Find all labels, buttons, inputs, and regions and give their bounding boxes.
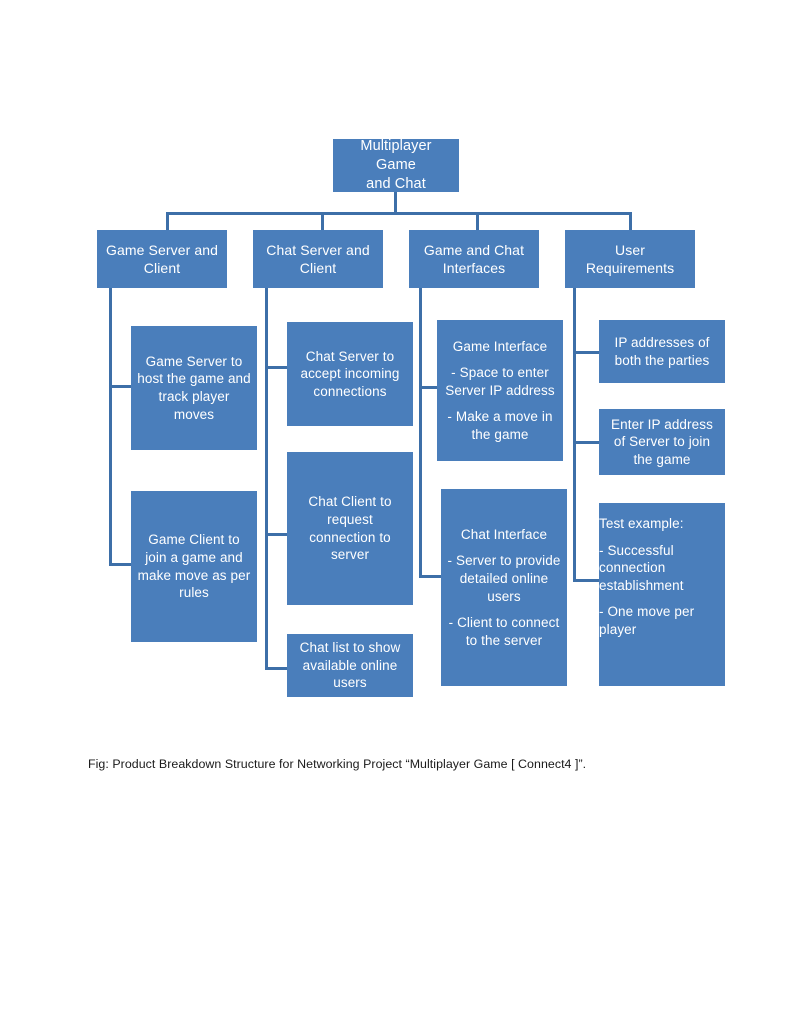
connector-stub-b3-c2 xyxy=(419,575,441,578)
connector-drop-branch-3 xyxy=(476,212,479,230)
node-branch-3-header-line-1: Game and Chat xyxy=(423,241,525,258)
node-branch-1-header[interactable]: Game Server and Client xyxy=(97,230,227,288)
node-branch-3-child-2-para-1: Chat Interface xyxy=(460,526,548,542)
node-branch-2-child-1-para-1: Chat Server to accept incoming connectio… xyxy=(300,348,400,399)
figure-caption: Fig: Product Breakdown Structure for Net… xyxy=(88,757,587,771)
node-branch-1-child-1-para-1: Game Server to host the game and track p… xyxy=(137,353,251,422)
connector-stub-b4-c2 xyxy=(573,441,599,444)
node-branch-3-child-1-para-3: - Make a move in the game xyxy=(447,409,553,442)
node-branch-4-header[interactable]: User Requirements xyxy=(565,230,695,288)
node-branch-1-header-line-1: Game Server and xyxy=(106,241,218,258)
node-root-line-2: and Chat xyxy=(366,175,426,192)
connector-spine-branch-4 xyxy=(573,288,576,582)
node-branch-3-child-1-para-2: - Space to enter Server IP address xyxy=(445,365,555,398)
node-branch-3-child-2[interactable]: Chat Interface - Server to provide detai… xyxy=(441,489,567,686)
node-branch-4-child-1-para-1: IP addresses of both the parties xyxy=(614,334,710,368)
node-branch-2-header[interactable]: Chat Server and Client xyxy=(253,230,383,288)
connector-stub-b3-c1 xyxy=(419,386,441,389)
connector-drop-branch-4 xyxy=(629,212,632,230)
connector-stub-b2-c2 xyxy=(265,533,289,536)
node-branch-1-child-1[interactable]: Game Server to host the game and track p… xyxy=(131,326,257,450)
node-branch-4-child-2-para-1: Enter IP address of Server to join the g… xyxy=(611,416,713,467)
node-branch-2-header-line-1: Chat Server and xyxy=(266,241,370,258)
node-branch-3-child-1-para-1: Game Interface xyxy=(452,338,548,354)
node-branch-1-header-line-2: Client xyxy=(143,260,181,276)
connector-stub-b4-c1 xyxy=(573,351,599,354)
connector-stub-b2-c1 xyxy=(265,366,289,369)
node-branch-4-header-line-2: Requirements xyxy=(585,260,675,276)
connector-root-stem xyxy=(394,191,397,214)
node-branch-3-header[interactable]: Game and Chat Interfaces xyxy=(409,230,539,288)
node-branch-1-child-2[interactable]: Game Client to join a game and make move… xyxy=(131,491,257,642)
node-branch-2-child-3[interactable]: Chat list to show available online users xyxy=(287,634,413,697)
node-branch-1-child-2-para-1: Game Client to join a game and make move… xyxy=(137,532,251,601)
node-branch-4-child-3-para-3: - One move per player xyxy=(599,604,695,637)
node-branch-4-child-3-para-1: Test example: xyxy=(599,516,684,531)
connector-spine-branch-3 xyxy=(419,288,422,578)
connector-stub-b1-c2 xyxy=(109,563,133,566)
node-branch-4-child-3[interactable]: Test example: - Successful connection es… xyxy=(599,503,725,686)
node-branch-4-child-2[interactable]: Enter IP address of Server to join the g… xyxy=(599,409,725,475)
connector-stub-b2-c3 xyxy=(265,667,289,670)
connector-stub-b4-c3 xyxy=(573,579,599,582)
node-branch-3-child-2-para-2: - Server to provide detailed online user… xyxy=(447,553,561,604)
connector-drop-branch-1 xyxy=(166,212,169,230)
node-branch-4-header-line-1: User xyxy=(615,241,645,258)
node-root-line-1: Multiplayer Game xyxy=(360,138,432,174)
node-root[interactable]: Multiplayer Game and Chat xyxy=(333,138,459,192)
connector-spine-branch-2 xyxy=(265,288,268,670)
node-branch-2-child-2-para-1: Chat Client to request connection to ser… xyxy=(308,494,392,563)
node-branch-4-child-3-para-2: - Successful connection establishment xyxy=(599,542,684,593)
node-branch-4-child-1[interactable]: IP addresses of both the parties xyxy=(599,320,725,383)
node-branch-3-header-line-2: Interfaces xyxy=(442,260,506,276)
connector-stub-b1-c1 xyxy=(109,385,133,388)
node-branch-2-header-line-2: Client xyxy=(299,260,337,276)
connector-drop-branch-2 xyxy=(321,212,324,230)
node-branch-2-child-1[interactable]: Chat Server to accept incoming connectio… xyxy=(287,322,413,426)
node-branch-3-child-2-para-3: - Client to connect to the server xyxy=(448,615,560,648)
node-branch-2-child-3-para-1: Chat list to show available online users xyxy=(299,640,401,691)
node-branch-2-child-2[interactable]: Chat Client to request connection to ser… xyxy=(287,452,413,605)
node-branch-3-child-1[interactable]: Game Interface - Space to enter Server I… xyxy=(437,320,563,461)
connector-spine-branch-1 xyxy=(109,288,112,566)
connector-level1-bus xyxy=(166,212,631,215)
